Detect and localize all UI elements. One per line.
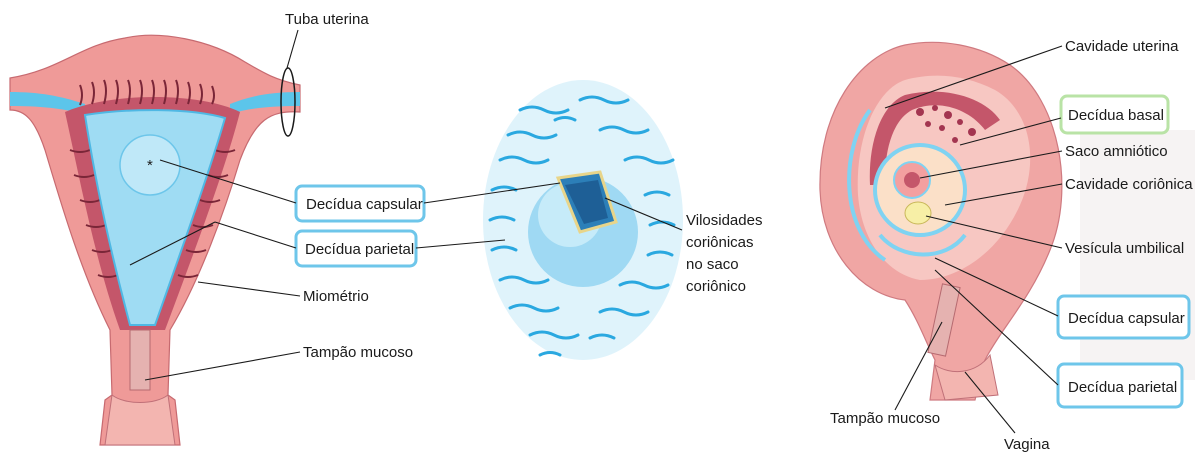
label-vesicula-umbilical: Vesícula umbilical (1065, 240, 1184, 257)
label-miometrio: Miométrio (303, 288, 369, 305)
asterisk-mark: * (147, 157, 153, 174)
label-decidua-basal: Decídua basal (1068, 107, 1164, 124)
label-tampao-mucoso-left: Tampão mucoso (303, 344, 413, 361)
label-tuba-uterina: Tuba uterina (285, 11, 369, 28)
label-decidua-capsular-right: Decídua capsular (1068, 310, 1185, 327)
left-uterus-illustration: * (10, 35, 300, 445)
label-vilosidades-1: Vilosidades (686, 212, 762, 229)
label-saco-amniotico: Saco amniótico (1065, 143, 1168, 160)
label-decidua-parietal-right: Decídua parietal (1068, 379, 1177, 396)
label-cavidade-corionica: Cavidade coriônica (1065, 176, 1193, 193)
middle-chorionic-sac-illustration (483, 80, 683, 360)
embryo (904, 172, 920, 188)
label-tampao-mucoso-right: Tampão mucoso (830, 410, 940, 427)
label-vilosidades-4: coriônico (686, 278, 746, 295)
label-vilosidades-2: coriônicas (686, 234, 754, 251)
label-cavidade-uterina: Cavidade uterina (1065, 38, 1179, 55)
label-decidua-capsular-left: Decídua capsular (306, 196, 423, 213)
yolk-sac (905, 202, 931, 224)
label-decidua-parietal-left: Decídua parietal (305, 241, 414, 258)
label-vagina: Vagina (1004, 436, 1050, 453)
label-vilosidades-3: no saco (686, 256, 739, 273)
mucous-plug (130, 330, 150, 390)
cervix-opening (105, 395, 175, 445)
